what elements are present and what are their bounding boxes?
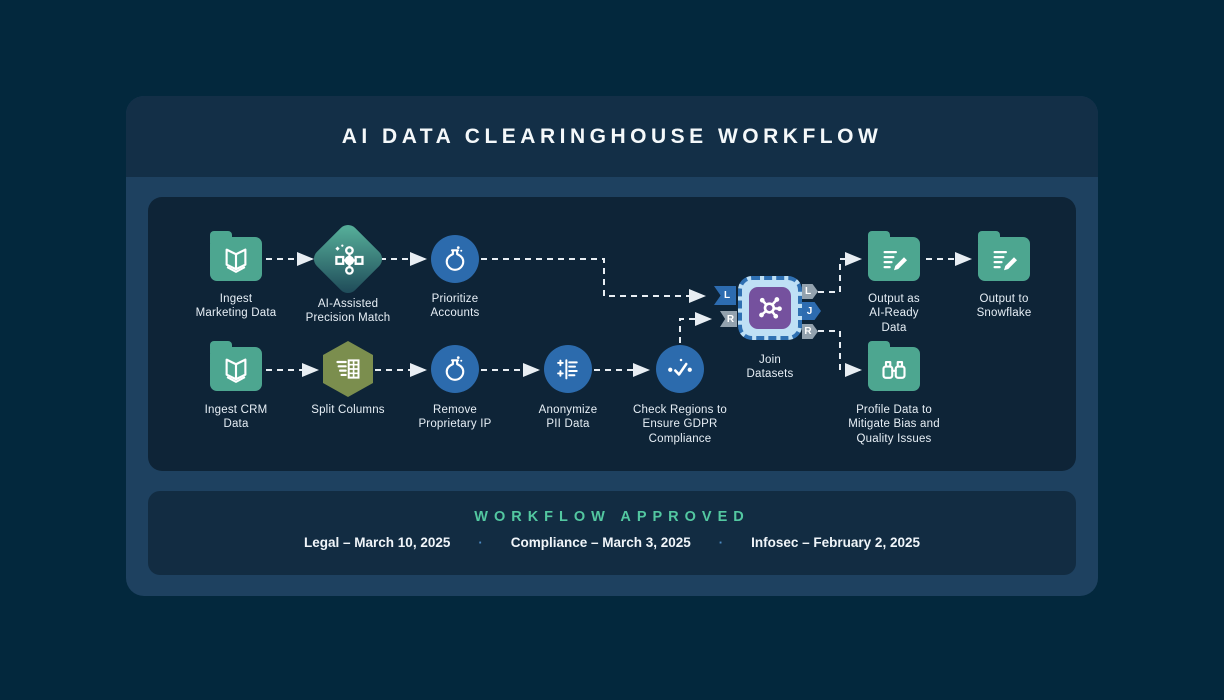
network-hub-icon xyxy=(749,287,791,329)
connector xyxy=(818,252,862,293)
document-edit-icon xyxy=(879,244,909,274)
approval-item-infosec: Infosec – February 2, 2025 xyxy=(751,535,920,550)
node-remove-proprietary-ip[interactable] xyxy=(431,345,479,393)
tag-letter: J xyxy=(806,305,813,317)
node-label: Split Columns xyxy=(311,404,385,416)
approval-banner: WORKFLOW APPROVED Legal – March 10, 2025… xyxy=(148,491,1076,575)
node-ai-assisted-precision-match[interactable] xyxy=(309,220,387,298)
card-header: AI DATA CLEARINGHOUSE WORKFLOW xyxy=(126,96,1098,177)
table-split-icon xyxy=(334,355,362,383)
book-icon xyxy=(221,354,251,384)
workflow-card: AI DATA CLEARINGHOUSE WORKFLOW xyxy=(126,96,1098,596)
separator-dot: · xyxy=(718,535,724,550)
join-input-tag-right[interactable]: R xyxy=(720,311,737,327)
approval-item-compliance: Compliance – March 3, 2025 xyxy=(510,535,691,550)
tag-letter: R xyxy=(726,313,735,325)
join-output-tag-join[interactable]: J xyxy=(802,302,821,320)
separator-dot: · xyxy=(478,535,483,550)
node-output-ai-ready-data[interactable] xyxy=(868,231,920,281)
redact-list-icon xyxy=(554,355,582,383)
tag-letter: L xyxy=(804,286,812,297)
book-icon xyxy=(221,244,251,274)
branch-sparkle-icon xyxy=(324,235,372,283)
flask-icon xyxy=(440,244,470,274)
binoculars-icon xyxy=(879,354,909,384)
node-prioritize-accounts[interactable] xyxy=(431,235,479,283)
approval-title: WORKFLOW APPROVED xyxy=(474,509,750,525)
node-anonymize-pii-data[interactable] xyxy=(544,345,592,393)
node-join-datasets[interactable] xyxy=(738,276,802,340)
tag-letter: L xyxy=(723,290,731,301)
workflow-canvas: L R L J R xyxy=(148,197,1076,471)
document-edit-icon xyxy=(989,244,1019,274)
approval-row: Legal – March 10, 2025 · Compliance – Ma… xyxy=(148,535,1076,550)
node-split-columns[interactable] xyxy=(323,341,373,397)
connectors-layer xyxy=(266,252,972,377)
tag-letter: R xyxy=(804,326,812,337)
join-input-tag-left[interactable]: L xyxy=(714,286,736,305)
node-check-gdpr-compliance[interactable] xyxy=(656,345,704,393)
node-output-to-snowflake[interactable] xyxy=(978,231,1030,281)
flask-icon xyxy=(440,354,470,384)
node-ingest-marketing-data[interactable] xyxy=(210,231,262,281)
approval-item-legal: Legal – March 10, 2025 xyxy=(304,535,451,550)
checkmark-dots-icon xyxy=(665,354,695,384)
connector xyxy=(481,258,706,303)
node-ingest-crm-data[interactable] xyxy=(210,341,262,391)
connector xyxy=(679,312,712,343)
join-output-tag-right[interactable]: R xyxy=(802,324,818,339)
connector xyxy=(818,330,862,377)
join-output-tag-left[interactable]: L xyxy=(802,284,818,299)
node-profile-data-quality[interactable] xyxy=(868,341,920,391)
page-title: AI DATA CLEARINGHOUSE WORKFLOW xyxy=(341,124,883,148)
